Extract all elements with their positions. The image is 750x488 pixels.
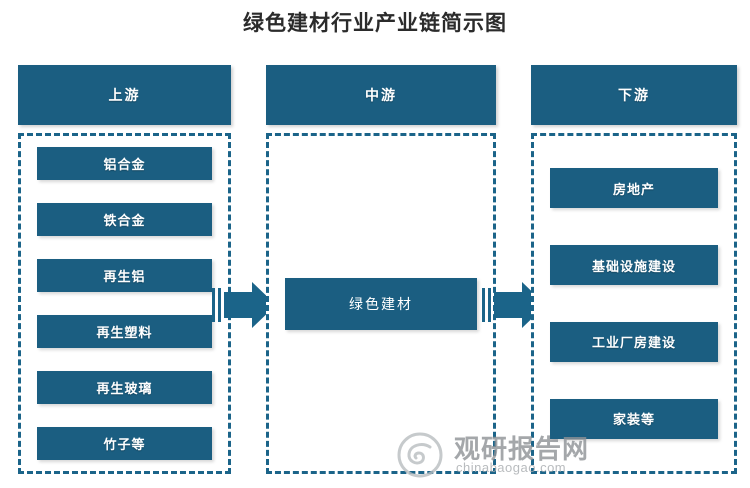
- node-label: 再生玻璃: [96, 380, 153, 396]
- node-downstream-3[interactable]: 工业厂房建设: [550, 321, 718, 362]
- column-header-upstream: 上游: [18, 65, 231, 125]
- node-midstream-1[interactable]: 绿色建材: [285, 277, 477, 330]
- node-downstream-4[interactable]: 家装等: [550, 398, 718, 439]
- node-label: 再生塑料: [96, 324, 153, 340]
- node-upstream-3[interactable]: 再生铝: [37, 259, 212, 293]
- midstream-item-list: 绿色建材: [285, 136, 477, 471]
- column-header-label-upstream: 上游: [108, 87, 141, 103]
- node-upstream-4[interactable]: 再生塑料: [37, 314, 212, 348]
- downstream-item-list: 房地产 基础设施建设 工业厂房建设 家装等: [550, 136, 718, 471]
- column-body-downstream: 房地产 基础设施建设 工业厂房建设 家装等: [531, 133, 737, 474]
- node-upstream-2[interactable]: 铁合金: [37, 203, 212, 237]
- node-downstream-1[interactable]: 房地产: [550, 168, 718, 209]
- node-label: 绿色建材: [349, 295, 413, 312]
- column-body-midstream: 绿色建材: [266, 133, 496, 474]
- node-label: 铁合金: [103, 213, 146, 229]
- column-header-label-midstream: 中游: [365, 87, 397, 103]
- column-body-upstream: 铝合金 铁合金 再生铝 再生塑料 再生玻璃 竹子等: [18, 133, 231, 474]
- upstream-item-list: 铝合金 铁合金 再生铝 再生塑料 再生玻璃 竹子等: [37, 136, 212, 471]
- node-label: 家装等: [612, 412, 655, 428]
- page-title: 绿色建材行业产业链简示图: [243, 11, 507, 35]
- node-upstream-6[interactable]: 竹子等: [37, 426, 212, 460]
- node-downstream-2[interactable]: 基础设施建设: [550, 245, 718, 286]
- column-header-downstream: 下游: [531, 65, 737, 125]
- arrow-upstream-to-midstream: [210, 278, 280, 332]
- node-upstream-1[interactable]: 铝合金: [37, 147, 212, 181]
- node-label: 铝合金: [103, 157, 146, 173]
- column-header-label-downstream: 下游: [618, 87, 650, 103]
- node-label: 基础设施建设: [591, 258, 676, 274]
- node-label: 房地产: [612, 181, 655, 197]
- node-label: 竹子等: [103, 436, 146, 452]
- node-upstream-5[interactable]: 再生玻璃: [37, 370, 212, 404]
- node-label: 工业厂房建设: [591, 335, 676, 351]
- column-header-midstream: 中游: [266, 65, 496, 125]
- node-label: 再生铝: [103, 269, 146, 285]
